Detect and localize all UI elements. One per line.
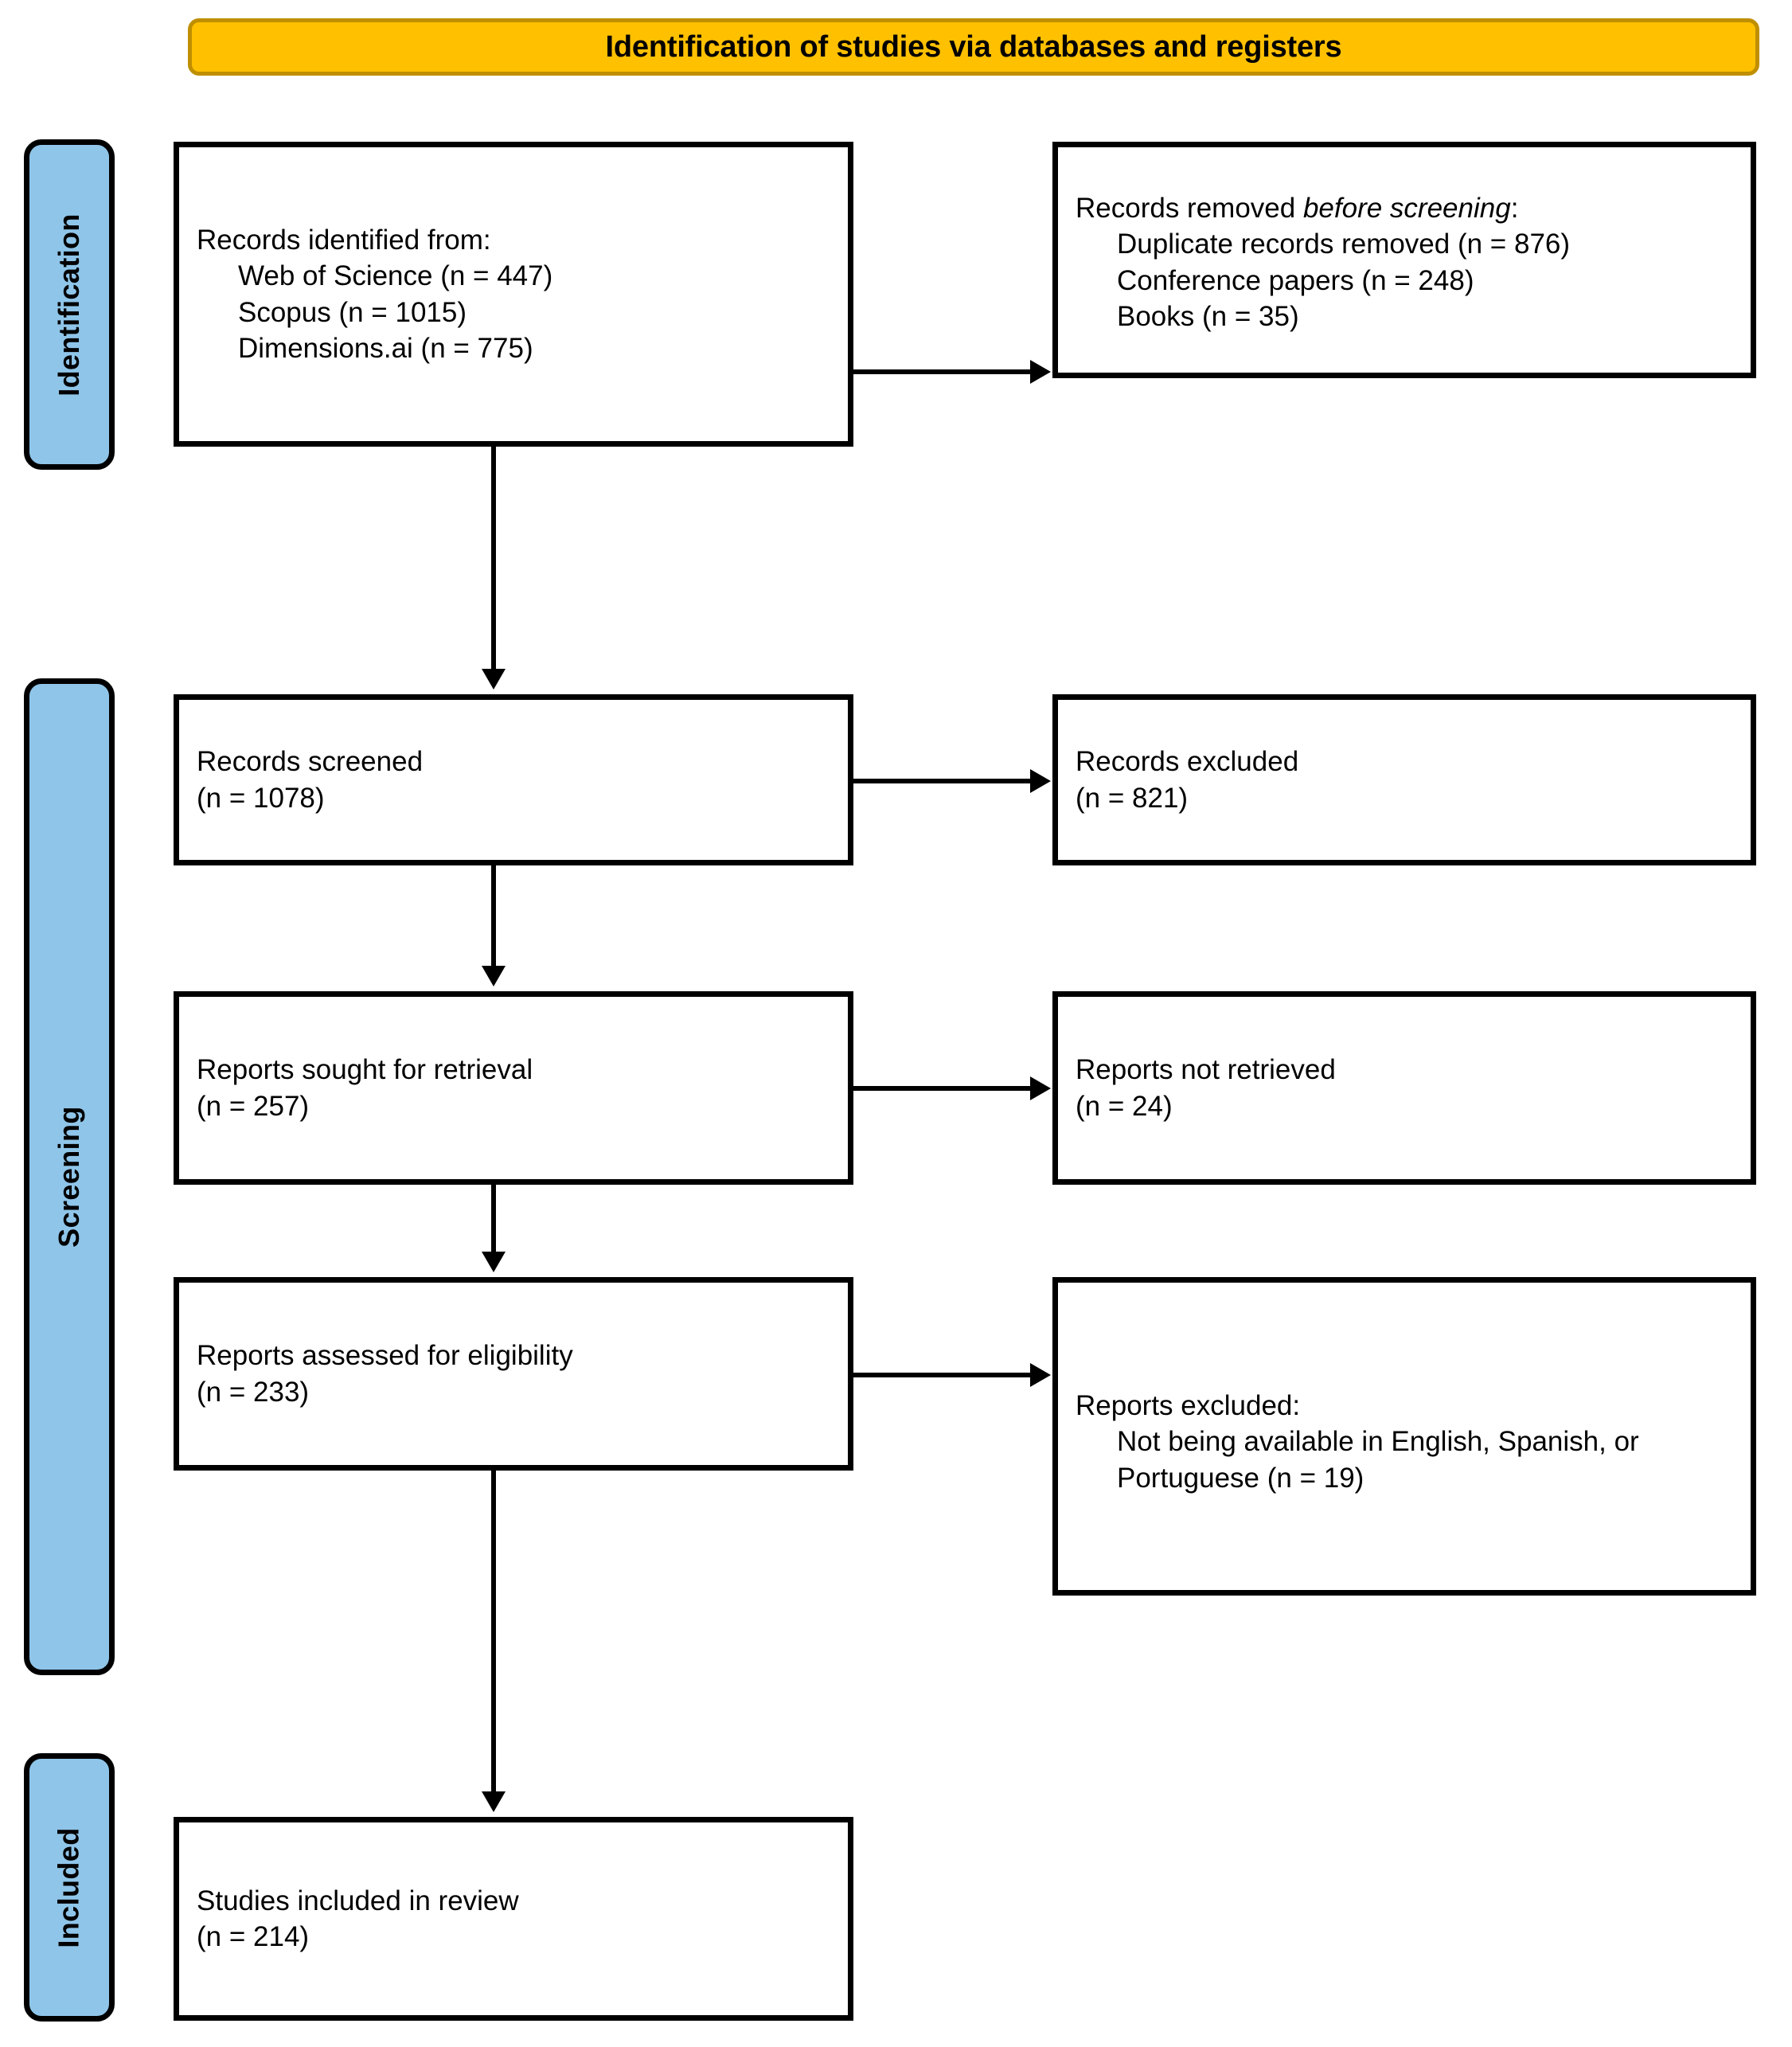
connector-assessed-to-included [491, 1471, 496, 1796]
records-removed-title-prefix: Records removed [1076, 192, 1303, 224]
records-removed-title-italic: before screening [1302, 192, 1511, 224]
box-records-removed-body: Records removed before screening: Duplic… [1058, 190, 1751, 335]
records-removed-item-2: Conference papers (n = 248) [1117, 264, 1474, 296]
studies-included-title: Studies included in review [197, 1885, 519, 1916]
box-reports-sought-body: Reports sought for retrieval (n = 257) [179, 1052, 848, 1124]
box-studies-included-body: Studies included in review (n = 214) [179, 1883, 848, 1955]
records-identified-source-3: Dimensions.ai (n = 775) [238, 333, 533, 364]
box-records-identified-body: Records identified from: Web of Science … [179, 222, 848, 367]
box-records-excluded: Records excluded (n = 821) [1052, 694, 1756, 865]
connector-assessed-to-reports-excluded [853, 1373, 1032, 1377]
box-studies-included: Studies included in review (n = 214) [174, 1817, 853, 2021]
arrowhead-right-icon-2 [1030, 769, 1051, 793]
box-reports-assessed: Reports assessed for eligibility (n = 23… [174, 1277, 853, 1471]
reports-not-retrieved-title: Reports not retrieved [1076, 1054, 1336, 1085]
studies-included-count: (n = 214) [197, 1921, 310, 1952]
reports-sought-count: (n = 257) [197, 1090, 310, 1122]
box-reports-not-retrieved: Reports not retrieved (n = 24) [1052, 991, 1756, 1185]
connector-screened-to-records-excluded [853, 779, 1032, 783]
box-records-excluded-body: Records excluded (n = 821) [1058, 744, 1751, 816]
box-records-removed: Records removed before screening: Duplic… [1052, 142, 1756, 378]
reports-excluded-title: Reports excluded: [1076, 1389, 1301, 1421]
records-identified-title: Records identified from: [197, 224, 491, 256]
box-records-screened: Records screened (n = 1078) [174, 694, 853, 865]
box-records-screened-body: Records screened (n = 1078) [179, 744, 848, 816]
reports-excluded-item-1: Not being available in English, Spanish,… [1117, 1426, 1639, 1494]
arrowhead-down-icon-3 [482, 1252, 506, 1272]
records-excluded-title: Records excluded [1076, 746, 1299, 777]
connector-sought-to-assessed [491, 1185, 496, 1256]
stage-label-identification: Identification [24, 139, 115, 470]
records-removed-title: Records removed before screening: [1076, 190, 1733, 227]
stage-label-screening: Screening [24, 678, 115, 1675]
stage-label-included: Included [24, 1753, 115, 2022]
box-reports-excluded-body: Reports excluded: Not being available in… [1058, 1388, 1751, 1497]
box-reports-assessed-body: Reports assessed for eligibility (n = 23… [179, 1338, 848, 1410]
records-removed-item-3: Books (n = 35) [1117, 301, 1299, 332]
box-reports-excluded: Reports excluded: Not being available in… [1052, 1277, 1756, 1596]
box-reports-sought: Reports sought for retrieval (n = 257) [174, 991, 853, 1185]
reports-assessed-title: Reports assessed for eligibility [197, 1340, 573, 1371]
records-excluded-count: (n = 821) [1076, 782, 1189, 814]
stage-label-screening-text: Screening [53, 1106, 86, 1248]
stage-label-identification-text: Identification [53, 213, 86, 397]
diagram-header-banner: Identification of studies via databases … [188, 18, 1759, 76]
records-removed-item-1: Duplicate records removed (n = 876) [1117, 229, 1571, 260]
reports-sought-title: Reports sought for retrieval [197, 1054, 533, 1085]
records-screened-count: (n = 1078) [197, 782, 325, 814]
arrowhead-right-icon-4 [1030, 1363, 1051, 1387]
connector-identified-to-screened [491, 447, 496, 674]
box-reports-not-retrieved-body: Reports not retrieved (n = 24) [1058, 1052, 1751, 1124]
box-records-identified: Records identified from: Web of Science … [174, 142, 853, 447]
connector-identified-to-removed [853, 369, 1032, 374]
connector-screened-to-sought [491, 865, 496, 971]
reports-not-retrieved-count: (n = 24) [1076, 1090, 1173, 1122]
arrowhead-right-icon-1 [1030, 360, 1051, 384]
stage-label-included-text: Included [53, 1826, 85, 1948]
arrowhead-down-icon-1 [482, 669, 506, 689]
records-removed-title-suffix: : [1510, 192, 1519, 224]
reports-assessed-count: (n = 233) [197, 1376, 310, 1408]
records-identified-source-1: Web of Science (n = 447) [238, 260, 553, 291]
arrowhead-down-icon-2 [482, 966, 506, 986]
diagram-title: Identification of studies via databases … [605, 29, 1342, 64]
records-screened-title: Records screened [197, 746, 424, 777]
arrowhead-right-icon-3 [1030, 1076, 1051, 1100]
connector-sought-to-not-retrieved [853, 1086, 1032, 1091]
records-identified-source-2: Scopus (n = 1015) [238, 296, 467, 328]
arrowhead-down-icon-4 [482, 1791, 506, 1812]
